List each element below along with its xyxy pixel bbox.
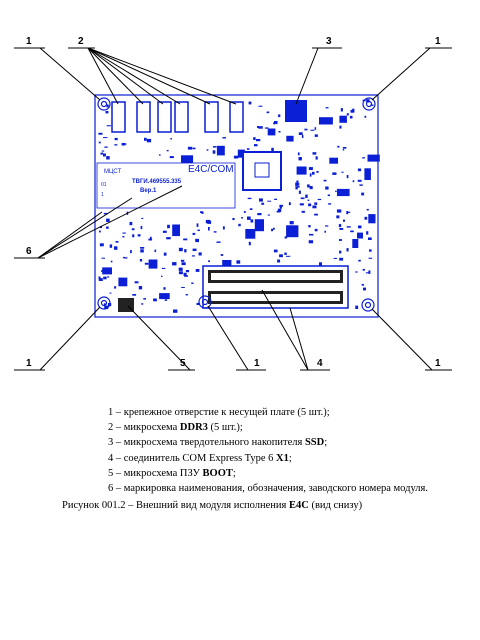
processor-chip	[242, 151, 282, 191]
com-express-connector	[202, 265, 349, 309]
callout-connector: 4	[317, 358, 323, 369]
legend-item-6: 6 – маркировка наименования, обозначения…	[108, 483, 428, 495]
board-mark: МЦСТ	[104, 169, 122, 175]
callout-marking: 6	[26, 246, 32, 257]
callout-bottom-mid-hole: 1	[254, 358, 260, 369]
legend-item-2: 2 – микросхема DDR3 (5 шт.);	[108, 422, 243, 434]
callout-bottom-right-hole: 1	[435, 358, 441, 369]
legend-item-1: 1 – крепежное отверстие к несущей плате …	[108, 407, 330, 418]
ddr3-chips	[111, 101, 244, 133]
legend-item-4: 4 – соединитель COM Express Type 6 X1;	[108, 452, 292, 464]
marking-area	[96, 162, 236, 209]
module-figure: МЦСТ E4C/COM ТВГИ.469555.335 Вер.1 01 1	[14, 36, 452, 371]
mounting-holes	[97, 97, 376, 312]
callout-bottom-left-hole: 1	[26, 358, 32, 369]
callout-boot: 5	[180, 358, 186, 369]
leader-lines	[14, 47, 452, 371]
callout-top-left-hole: 1	[26, 36, 32, 47]
board-version: Вер.1	[140, 188, 157, 194]
board-components	[98, 99, 380, 313]
board-designation: ТВГИ.469555.335	[132, 179, 182, 185]
legend-item-5: 5 – микросхема ПЗУ BOOT;	[108, 467, 236, 479]
legend-item-3: 3 – микросхема твердотельного накопителя…	[108, 437, 328, 449]
callout-top-right-hole: 1	[435, 36, 441, 47]
callout-ddr3: 2	[78, 36, 84, 47]
callout-ssd: 3	[326, 36, 332, 47]
figure-legend: 1 – крепежное отверстие к несущей плате …	[108, 405, 478, 496]
figure-caption: Рисунок 001.2 – Внешний вид модуля испол…	[62, 500, 363, 511]
board-outline	[94, 94, 379, 318]
board-row-1: 01	[101, 182, 107, 188]
board-row-2: 1	[101, 192, 104, 198]
ssd-chip	[285, 100, 307, 122]
board-module-name: E4C/COM	[188, 164, 234, 175]
